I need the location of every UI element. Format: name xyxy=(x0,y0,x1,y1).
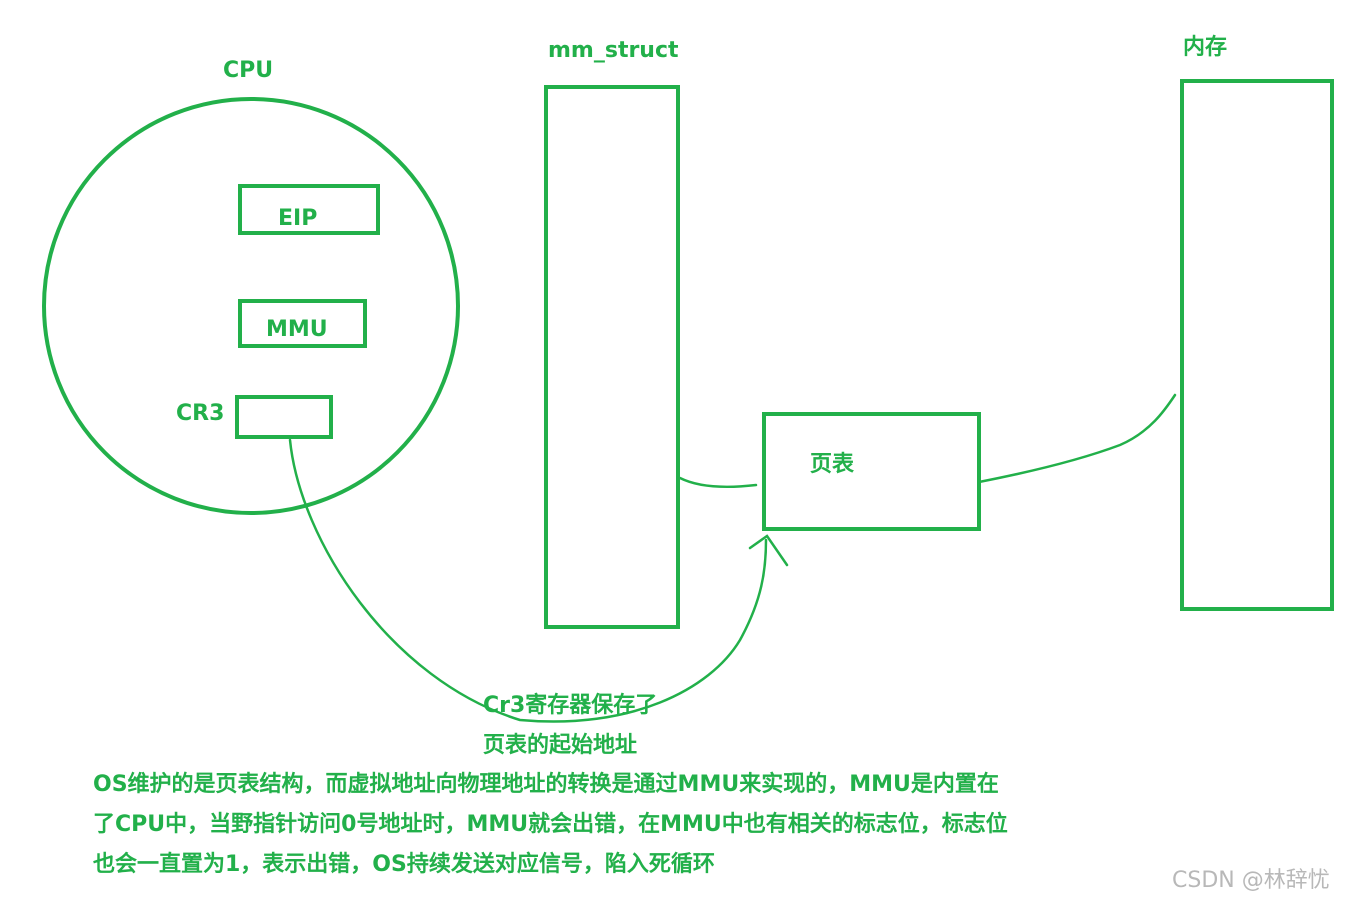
arrow-head xyxy=(748,534,789,567)
page-table-label: 页表 xyxy=(810,452,855,477)
memory-label: 内存 xyxy=(1183,35,1228,60)
explanation-line1: OS维护的是页表结构，而虚拟地址向物理地址的转换是通过MMU来实现的，MMU是内… xyxy=(93,772,999,797)
memory-box xyxy=(1180,79,1334,611)
explanation-line2: 了CPU中，当野指针访问0号地址时，MMU就会出错，在MMU中也有相关的标志位，… xyxy=(93,812,1008,837)
cpu-label: CPU xyxy=(223,58,274,83)
page-table-to-memory-line xyxy=(977,393,1177,484)
watermark: CSDN @林辞忧 xyxy=(1172,868,1330,893)
mm-struct-to-page-table-line xyxy=(678,476,758,488)
mmu-label: MMU xyxy=(266,317,328,342)
cpu-circle xyxy=(42,97,460,515)
cr3-note-line1: Cr3寄存器保存了 xyxy=(483,693,658,718)
explanation-text: OS维护的是页表结构，而虚拟地址向物理地址的转换是通过MMU来实现的，MMU是内… xyxy=(93,765,1008,885)
cr3-note-line2: 页表的起始地址 xyxy=(483,733,638,758)
eip-label: EIP xyxy=(278,206,318,231)
page-table-box xyxy=(762,412,981,531)
eip-box xyxy=(238,184,380,235)
explanation-line3: 也会一直置为1，表示出错，OS持续发送对应信号，陷入死循环 xyxy=(93,852,715,877)
mmu-box xyxy=(238,299,367,348)
mm-struct-box xyxy=(544,85,680,629)
cr3-label: CR3 xyxy=(176,401,225,426)
mm-struct-label: mm_struct xyxy=(548,38,679,63)
cr3-box xyxy=(235,395,333,439)
cr3-to-page-table-arrow xyxy=(288,438,768,723)
